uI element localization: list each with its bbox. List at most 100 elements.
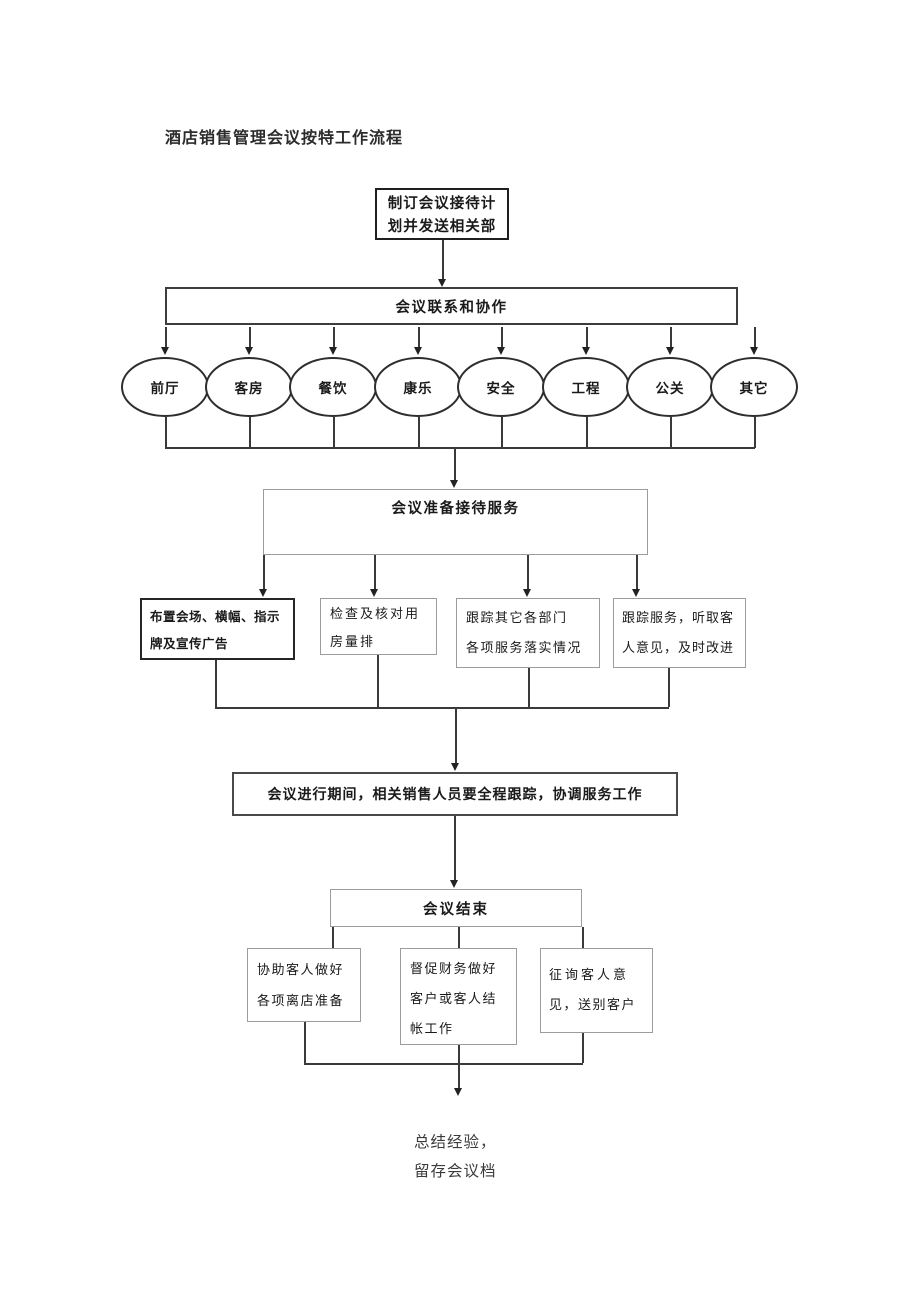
arrowhead-down-icon: [632, 589, 640, 597]
flow-box-during-label: 会议进行期间，相关销售人员要全程跟踪，协调服务工作: [267, 788, 643, 803]
connector-line: [668, 668, 670, 707]
dept-label: 前厅: [150, 381, 180, 396]
connector-line: [527, 555, 529, 590]
dept-label: 工程: [571, 381, 601, 396]
flow-box-track-service: 跟踪服务，听取客 人意见，及时改进: [613, 598, 746, 668]
connector-line: [670, 417, 672, 448]
arrowhead-down-icon: [259, 589, 267, 597]
connector-line: [377, 655, 379, 707]
task-line: 督促财务做好: [410, 961, 498, 976]
footer-line2: 留存会议档: [414, 1163, 497, 1180]
connector-line: [304, 1022, 306, 1063]
task-line: 跟踪服务，听取客: [622, 610, 735, 625]
task-line: 客户或客人结: [410, 991, 498, 1006]
connector-line: [455, 707, 457, 764]
merge-line: [165, 447, 755, 449]
connector-line: [249, 327, 251, 348]
merge-line: [215, 707, 669, 709]
connector-line: [215, 660, 217, 707]
connector-line: [165, 417, 167, 448]
connector-line: [165, 327, 167, 348]
connector-line: [418, 417, 420, 448]
connector-line: [582, 1033, 584, 1063]
connector-line: [582, 927, 584, 948]
connector-line: [458, 1045, 460, 1063]
task-line: 各项离店准备: [257, 993, 345, 1008]
connector-line: [501, 327, 503, 348]
arrowhead-down-icon: [414, 347, 422, 355]
flow-box-meeting-end: 会议结束: [330, 889, 582, 927]
flow-box-assist-departure: 协助客人做好 各项离店准备: [247, 948, 361, 1022]
dept-label: 其它: [739, 381, 769, 396]
dept-label: 公关: [655, 381, 685, 396]
connector-line: [263, 555, 265, 590]
merge-line: [304, 1063, 583, 1065]
flow-box-prepare: 会议准备接待服务: [263, 489, 648, 555]
dept-ellipse-guest-rooms: 客房: [205, 357, 293, 417]
flow-box-plan-line2: 划并发送相关部: [387, 219, 497, 235]
dept-ellipse-security: 安全: [457, 357, 545, 417]
dept-ellipse-engineering: 工程: [542, 357, 630, 417]
task-line: 牌及宣传广告: [150, 637, 229, 651]
footer-line1: 总结经验，: [414, 1134, 497, 1151]
flow-box-during-meeting: 会议进行期间，相关销售人员要全程跟踪，协调服务工作: [232, 772, 678, 816]
connector-line: [332, 927, 334, 948]
connector-line: [374, 555, 376, 590]
connector-line: [454, 447, 456, 481]
dept-label: 安全: [486, 381, 516, 396]
dept-ellipse-front-office: 前厅: [121, 357, 209, 417]
flow-box-setup-venue: 布置会场、横幅、指示 牌及宣传广告: [140, 598, 295, 660]
flow-box-plan-line1: 制订会议接待计: [387, 196, 497, 212]
flow-box-prepare-label: 会议准备接待服务: [391, 501, 520, 517]
dept-ellipse-public-relations: 公关: [626, 357, 714, 417]
page-title: 酒店销售管理会议按特工作流程: [165, 130, 404, 147]
connector-line: [458, 1063, 460, 1088]
connector-line: [754, 327, 756, 348]
dept-label: 客房: [234, 381, 264, 396]
connector-line: [458, 927, 460, 948]
arrowhead-down-icon: [454, 1088, 462, 1096]
dept-ellipse-catering: 餐饮: [289, 357, 377, 417]
connector-line: [333, 417, 335, 448]
connector-line: [501, 417, 503, 448]
dept-label: 餐饮: [318, 381, 348, 396]
connector-line: [418, 327, 420, 348]
flow-box-track-departments: 跟踪其它各部门 各项服务落实情况: [456, 598, 600, 668]
connector-line: [528, 668, 530, 707]
arrowhead-down-icon: [438, 279, 446, 287]
task-line: 见，送别客户: [549, 997, 637, 1012]
arrowhead-down-icon: [497, 347, 505, 355]
connector-line: [754, 417, 756, 448]
task-line: 协助客人做好: [257, 962, 345, 977]
connector-line: [636, 555, 638, 590]
arrowhead-down-icon: [370, 589, 378, 597]
flow-box-liaison: 会议联系和协作: [165, 287, 738, 325]
flow-box-check-rooms: 检查及核对用 房量排: [320, 598, 437, 655]
flow-box-meeting-end-label: 会议结束: [423, 901, 489, 918]
connector-line: [586, 417, 588, 448]
task-line: 征询客人意: [549, 967, 630, 982]
dept-ellipse-recreation: 康乐: [374, 357, 462, 417]
arrowhead-down-icon: [523, 589, 531, 597]
flow-box-liaison-label: 会议联系和协作: [395, 299, 508, 316]
dept-label: 康乐: [403, 381, 433, 396]
arrowhead-down-icon: [245, 347, 253, 355]
arrowhead-down-icon: [750, 347, 758, 355]
dept-ellipse-others: 其它: [710, 357, 798, 417]
flow-box-plan: 制订会议接待计 划并发送相关部: [375, 188, 509, 240]
arrowhead-down-icon: [450, 880, 458, 888]
arrowhead-down-icon: [582, 347, 590, 355]
arrowhead-down-icon: [329, 347, 337, 355]
connector-line: [586, 327, 588, 348]
arrowhead-down-icon: [450, 480, 458, 488]
connector-line: [442, 240, 444, 281]
task-line: 房量排: [330, 634, 376, 649]
connector-line: [454, 816, 456, 881]
arrowhead-down-icon: [666, 347, 674, 355]
connector-line: [249, 417, 251, 448]
task-line: 跟踪其它各部门: [466, 610, 568, 625]
connector-line: [333, 327, 335, 348]
flow-box-settle-accounts: 督促财务做好 客户或客人结 帐工作: [400, 948, 517, 1045]
task-line: 帐工作: [410, 1021, 454, 1036]
